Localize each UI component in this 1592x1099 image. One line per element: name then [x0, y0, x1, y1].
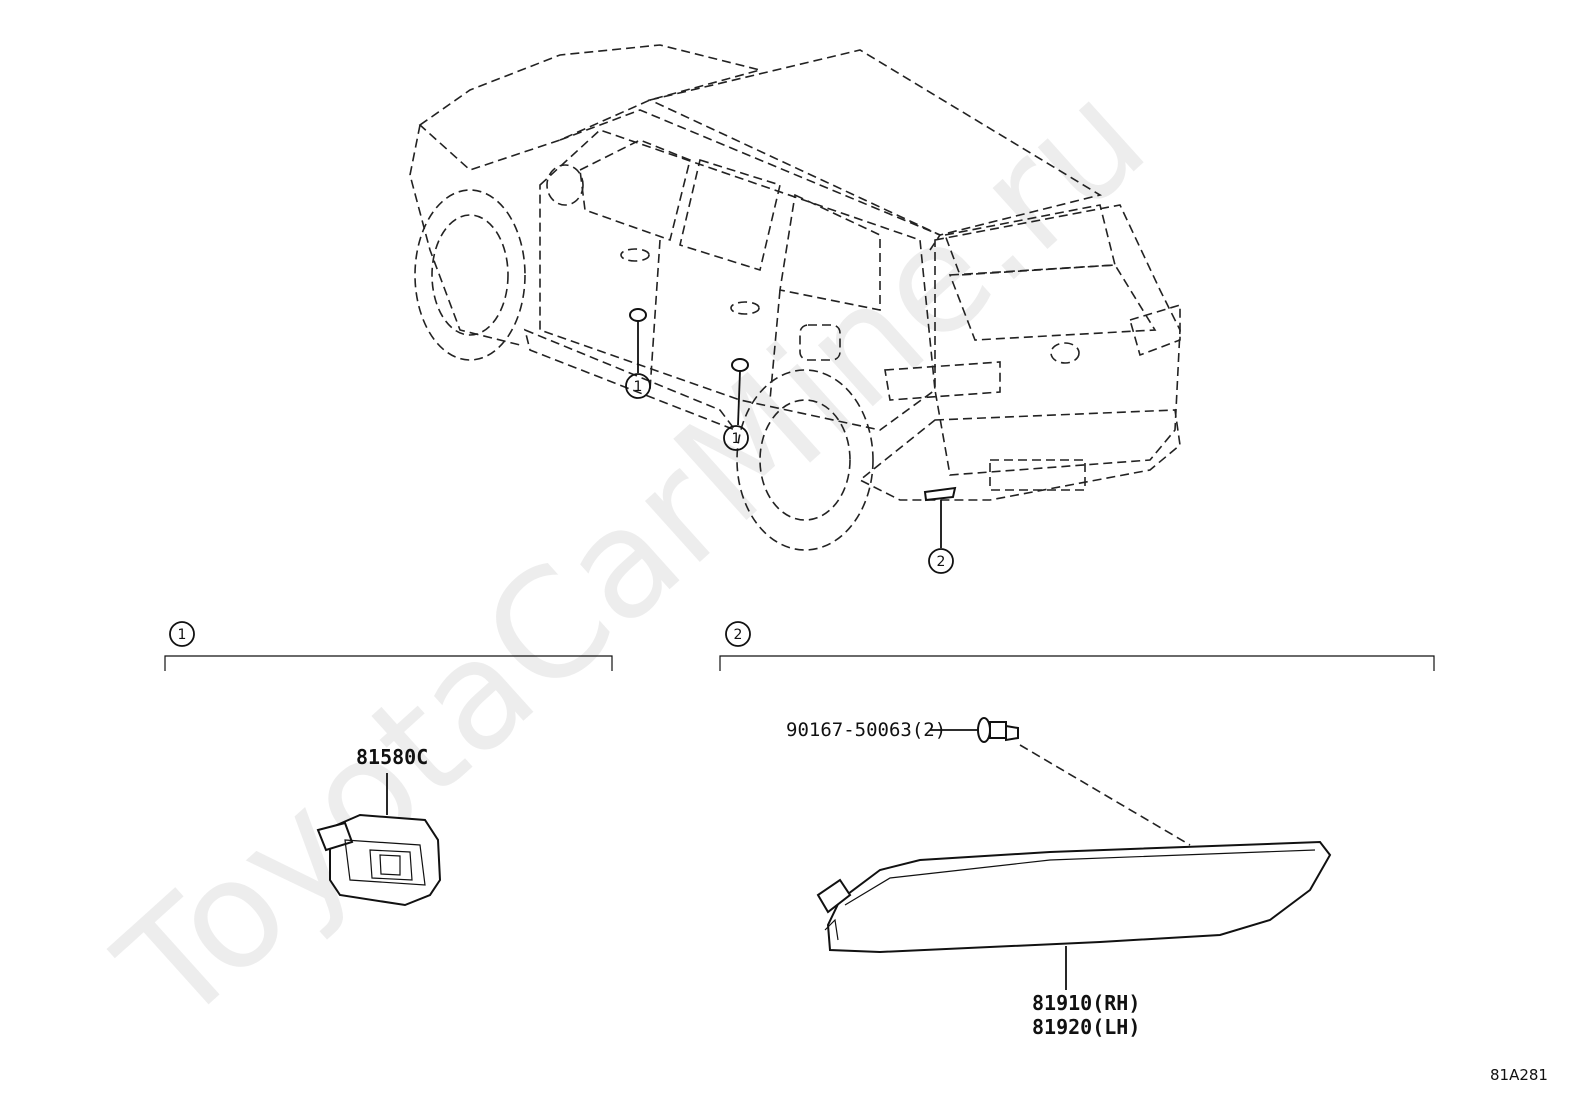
svg-text:1: 1 — [634, 379, 643, 395]
courtesy-lamp-front-marker — [629, 308, 647, 322]
svg-text:1: 1 — [732, 431, 741, 447]
part-label-90167-50063: 90167-50063(2) — [786, 719, 946, 741]
courtesy-lamp-part — [316, 813, 442, 907]
section-2: 2 90167-50063(2) 81910(RH) 81920(LH) — [719, 621, 1435, 1039]
svg-text:1: 1 — [178, 627, 187, 643]
courtesy-lamp-rear-marker — [731, 358, 749, 372]
callout-2-rear: 2 — [928, 548, 954, 574]
part-label-81910-rh: 81910(RH) — [1032, 991, 1140, 1015]
svg-text:2: 2 — [937, 554, 946, 570]
vehicle-illustration — [409, 44, 1181, 551]
rear-reflector-marker — [923, 486, 957, 502]
section-1: 1 81580C — [164, 621, 613, 907]
callout-1-front: 1 — [625, 373, 651, 399]
part-label-81580c: 81580C — [356, 745, 428, 769]
rear-reflector-part — [816, 840, 1332, 954]
part-label-81920-lh: 81920(LH) — [1032, 1015, 1140, 1039]
svg-text:2: 2 — [734, 627, 743, 643]
diagram-id: 81A281 — [1490, 1066, 1548, 1084]
callout-1-rear: 1 — [723, 425, 749, 451]
screw-part — [977, 717, 1019, 743]
